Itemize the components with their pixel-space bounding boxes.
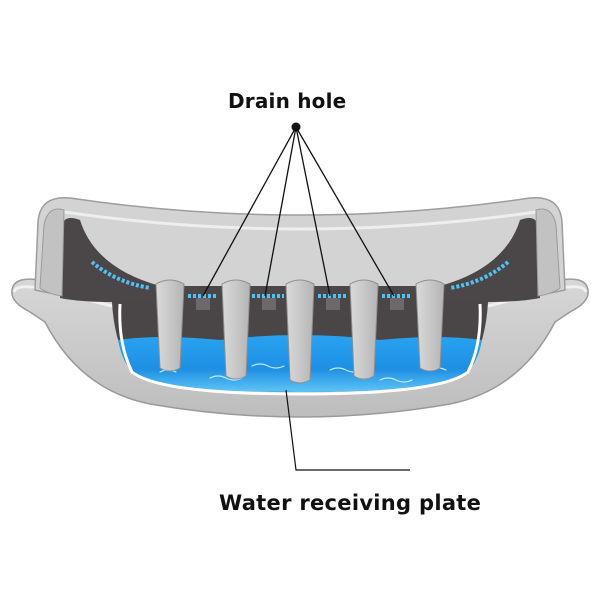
- drain-hole-3: [326, 298, 340, 310]
- drain-hole-2: [262, 298, 276, 310]
- plate-leader: [285, 389, 410, 471]
- upper-dish: [34, 196, 566, 302]
- drain-hole-4: [390, 298, 404, 310]
- drain-posts: [155, 279, 445, 384]
- water-receiving-plate-label: Water receiving plate: [219, 491, 482, 515]
- water-film: [90, 260, 510, 298]
- leader-dot: [291, 122, 301, 132]
- drain-hole-leaders: [202, 126, 395, 297]
- drain-hole-label: Drain hole: [228, 89, 347, 113]
- drain-hole-1: [196, 298, 210, 310]
- drain-holes: [196, 298, 404, 310]
